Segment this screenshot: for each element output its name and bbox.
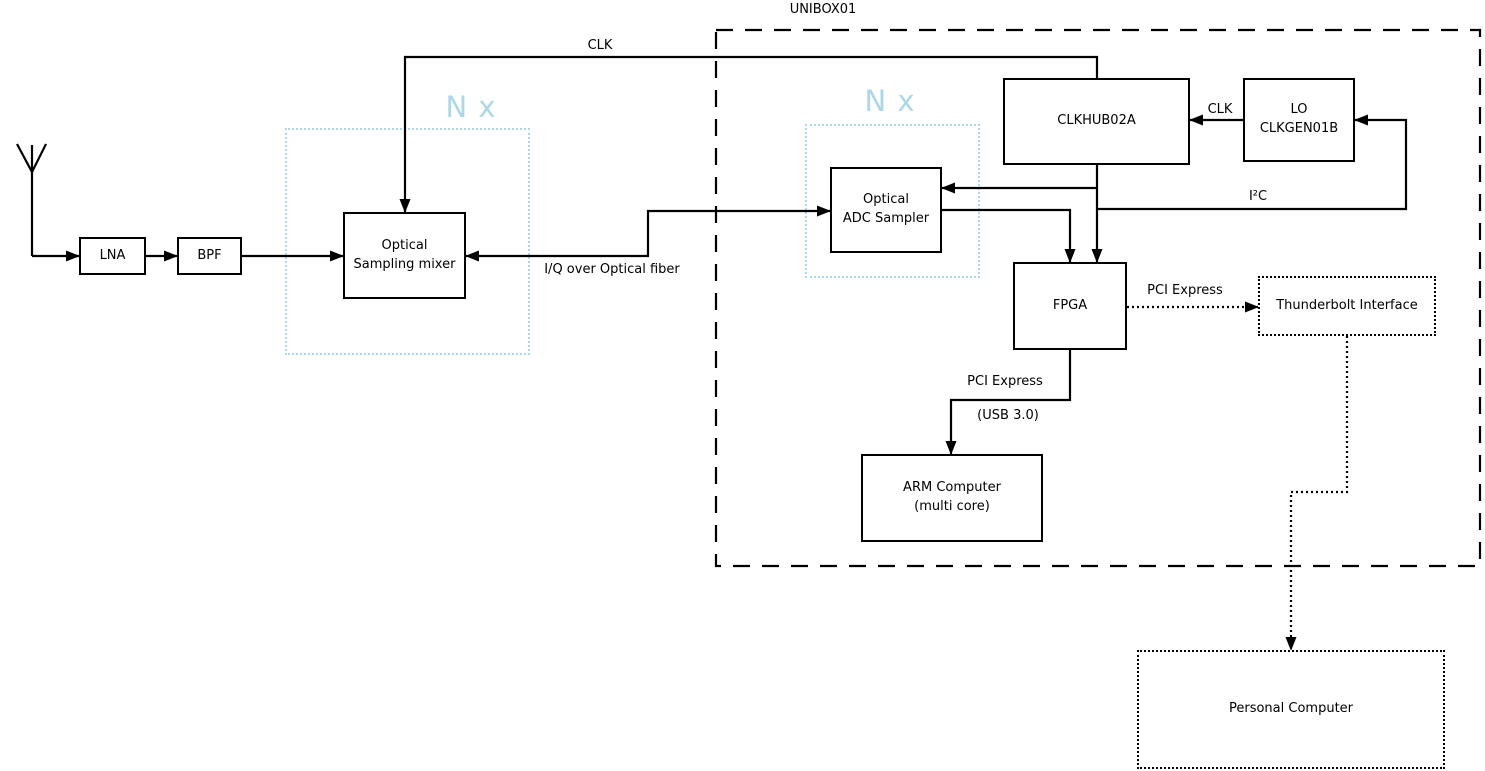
mixer-label-line2: Sampling mixer [353,256,456,272]
optical-sampling-mixer-block: Optical Sampling mixer [343,212,466,299]
lo-label-line2: CLKGEN01B [1259,121,1339,136]
pcie-thunderbolt-label: PCI Express [1147,283,1223,298]
pcie-arm-label: PCI Express [967,374,1043,389]
unibox01-boundary [714,28,1482,568]
usb-label: (USB 3.0) [977,408,1039,423]
optical-adc-sampler-block: Optical ADC Sampler [830,167,942,253]
bpf-block: BPF [177,237,242,275]
pc-label: Personal Computer [1228,701,1354,717]
lna-label: LNA [99,247,126,263]
adc-to-fpga-line [942,208,1076,263]
clk-lo-hub-label: CLK [1207,102,1233,117]
multiplier-label-left: N x [445,90,497,124]
lna-block: LNA [79,237,146,275]
thunderbolt-label: Thunderbolt Interface [1276,297,1418,313]
fpga-block: FPGA [1013,262,1127,350]
i2c-bus-line [1097,114,1408,211]
antenna-icon [16,143,47,256]
nx-region-right [805,124,980,278]
personal-computer-block: Personal Computer [1137,650,1445,769]
fpga-to-arm-line [945,350,1072,455]
fpga-label: FPGA [1052,297,1088,313]
clk-top-line [399,55,1099,213]
lo-clkgen01b-block: LO CLKGEN01B [1243,78,1355,162]
clkhub-label: CLKHUB02A [1057,113,1136,129]
arm-label-line1: ARM Computer [903,480,1001,496]
iq-fiber-line [465,205,831,262]
adc-label-line2: ADC Sampler [842,211,930,226]
unibox01-title: UNIBOX01 [789,2,857,17]
multiplier-label-right: N x [864,84,916,118]
thunderbolt-interface-block: Thunderbolt Interface [1258,276,1436,336]
i2c-label: I²C [1248,189,1268,204]
clk-top-label: CLK [587,38,613,53]
bpf-label: BPF [197,247,222,263]
arm-label-line2: (multi core) [914,499,990,514]
lo-label-line1: LO [1290,102,1308,118]
iq-fiber-label: I/Q over Optical fiber [544,262,680,277]
adc-label-line1: Optical [863,192,909,208]
thunderbolt-to-pc-line [1285,336,1349,651]
arm-computer-block: ARM Computer (multi core) [861,454,1043,542]
mixer-label-line1: Optical [381,237,428,253]
clkhub02a-block: CLKHUB02A [1003,78,1190,165]
